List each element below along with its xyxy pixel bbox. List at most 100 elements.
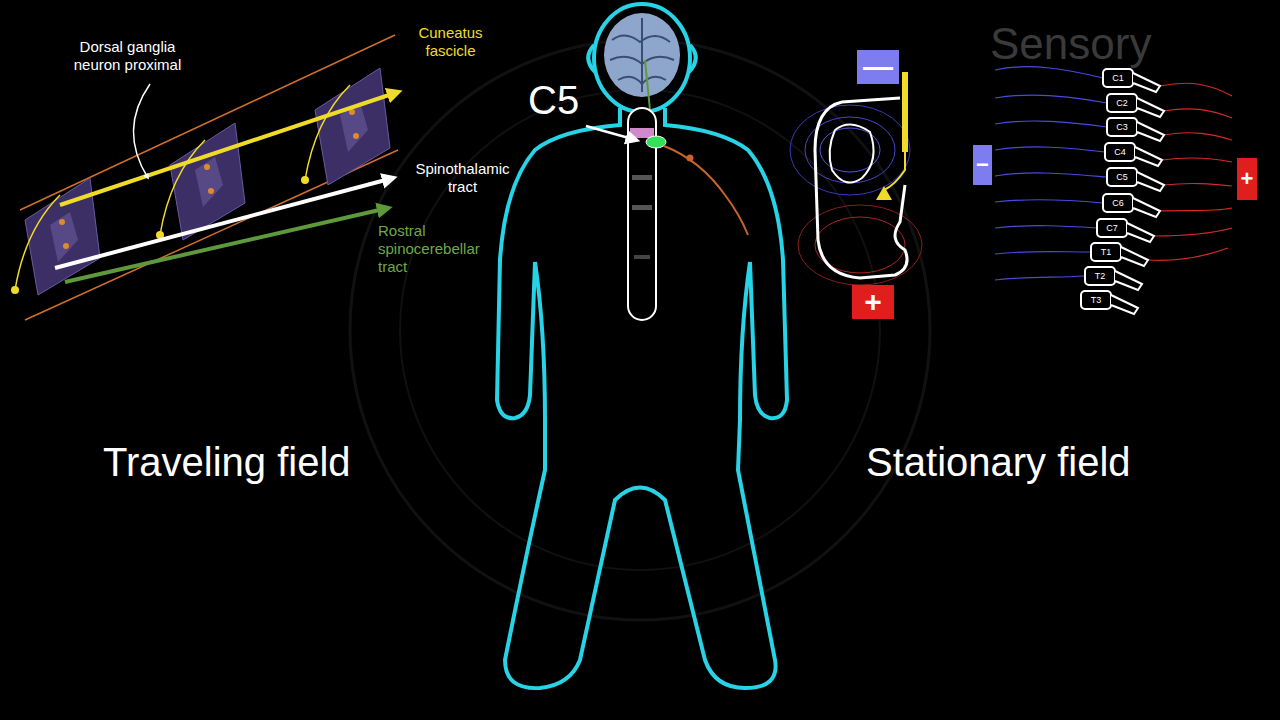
field-line (995, 226, 1097, 228)
field-line (1164, 109, 1232, 118)
part-label: Dorsal ganglia neuron proximal (55, 38, 200, 74)
vertebra-label: C5 (1116, 172, 1128, 183)
stationary-field-art (790, 67, 1232, 314)
ganglion-dot (301, 176, 309, 184)
body-outline (497, 108, 787, 688)
vertebra (1091, 243, 1121, 261)
c5-segment (646, 136, 666, 148)
head-outline (594, 4, 690, 112)
spinous-process (1137, 172, 1164, 191)
vertebra (1081, 291, 1111, 309)
vertebra-label: C1 (1112, 73, 1124, 84)
spinous-process (1111, 295, 1138, 314)
brain-folds (610, 18, 674, 92)
vertebra (1105, 143, 1135, 161)
cord-slice (315, 68, 390, 185)
node-text: + (864, 287, 882, 317)
afferent-fiber (160, 140, 205, 235)
vertebra-label: C7 (1106, 223, 1118, 234)
afferent-fiber (305, 85, 350, 180)
body-figure (497, 4, 787, 688)
section-title: Stationary field (866, 438, 1131, 486)
field-line (995, 67, 1103, 78)
pointer-arrow (586, 126, 636, 140)
spinous-process (1127, 223, 1154, 242)
charge-box: + (852, 285, 894, 319)
spinocerebellar-tract (65, 208, 388, 282)
segment-label: C5 (528, 76, 579, 124)
vertebra (1103, 69, 1133, 87)
spinous-process (1115, 271, 1142, 290)
vertebra (1107, 168, 1137, 186)
afferent-fiber (15, 195, 60, 290)
vertebra-label: C4 (1114, 147, 1126, 158)
field-line (1154, 228, 1232, 236)
segment-band (632, 205, 652, 210)
field-contour (790, 105, 910, 195)
spinous-process (1135, 147, 1162, 166)
vertebra (1107, 118, 1137, 136)
field-line (995, 147, 1105, 152)
field-line (1164, 133, 1232, 140)
spinothalamic-tract (55, 178, 393, 268)
field-line (1162, 158, 1232, 162)
cord-cross-section (815, 98, 907, 278)
vertebra-label: C2 (1116, 98, 1128, 109)
tract-label: Rostral spinocerebellar tract (378, 222, 498, 276)
tract-label: Spinothalamic tract (405, 160, 520, 196)
spinal-nerve (664, 146, 748, 235)
afferent-fiber (884, 150, 905, 190)
vertebra-label: T2 (1095, 271, 1106, 282)
node-text: + (1241, 168, 1254, 190)
field-line (1148, 248, 1228, 260)
tract-label: Cuneatus fascicle (408, 24, 493, 60)
brain (604, 13, 680, 97)
vertebra-label: T3 (1091, 295, 1102, 306)
section-title: Traveling field (103, 438, 351, 486)
field-line (1160, 208, 1232, 211)
charge-box: − (973, 145, 992, 185)
spinous-process (1133, 73, 1160, 92)
node-text: — (863, 52, 893, 82)
watermark-seal (350, 40, 930, 620)
gray-matter-outline (830, 124, 874, 182)
vertebra (1107, 94, 1137, 112)
vertebra-label: T1 (1101, 247, 1112, 258)
field-line (995, 252, 1091, 255)
field-line (995, 200, 1103, 203)
traveling-field-art (11, 35, 398, 320)
spinous-process (1121, 247, 1148, 266)
field-line (995, 276, 1085, 280)
ganglion-dot (11, 286, 19, 294)
field-line (1164, 183, 1232, 186)
field-line (995, 95, 1107, 103)
leader-line (133, 84, 150, 178)
ganglion-dot (687, 155, 694, 162)
field-line (995, 173, 1107, 177)
segment-band (634, 255, 650, 259)
neuron-body (876, 186, 892, 200)
ear (689, 45, 696, 72)
node-text: − (976, 154, 989, 176)
vertebra (1097, 219, 1127, 237)
spinous-process (1137, 98, 1164, 117)
cuneatus-tract (60, 92, 398, 205)
vertebra-label: C3 (1116, 122, 1128, 133)
watermark: Sensory (990, 18, 1151, 71)
spinous-process (1137, 122, 1164, 141)
vertebra-label: C6 (1112, 198, 1124, 209)
dorsal-column (902, 72, 908, 152)
charge-box: + (1237, 158, 1257, 200)
charge-box: — (857, 50, 899, 84)
vertebral-column (1081, 69, 1164, 314)
segment-band (632, 175, 652, 180)
vertebra (1085, 267, 1115, 285)
ear (588, 45, 595, 72)
field-line (1160, 83, 1232, 96)
vertebra (1103, 194, 1133, 212)
spinous-process (1133, 198, 1160, 217)
field-line (995, 121, 1107, 127)
